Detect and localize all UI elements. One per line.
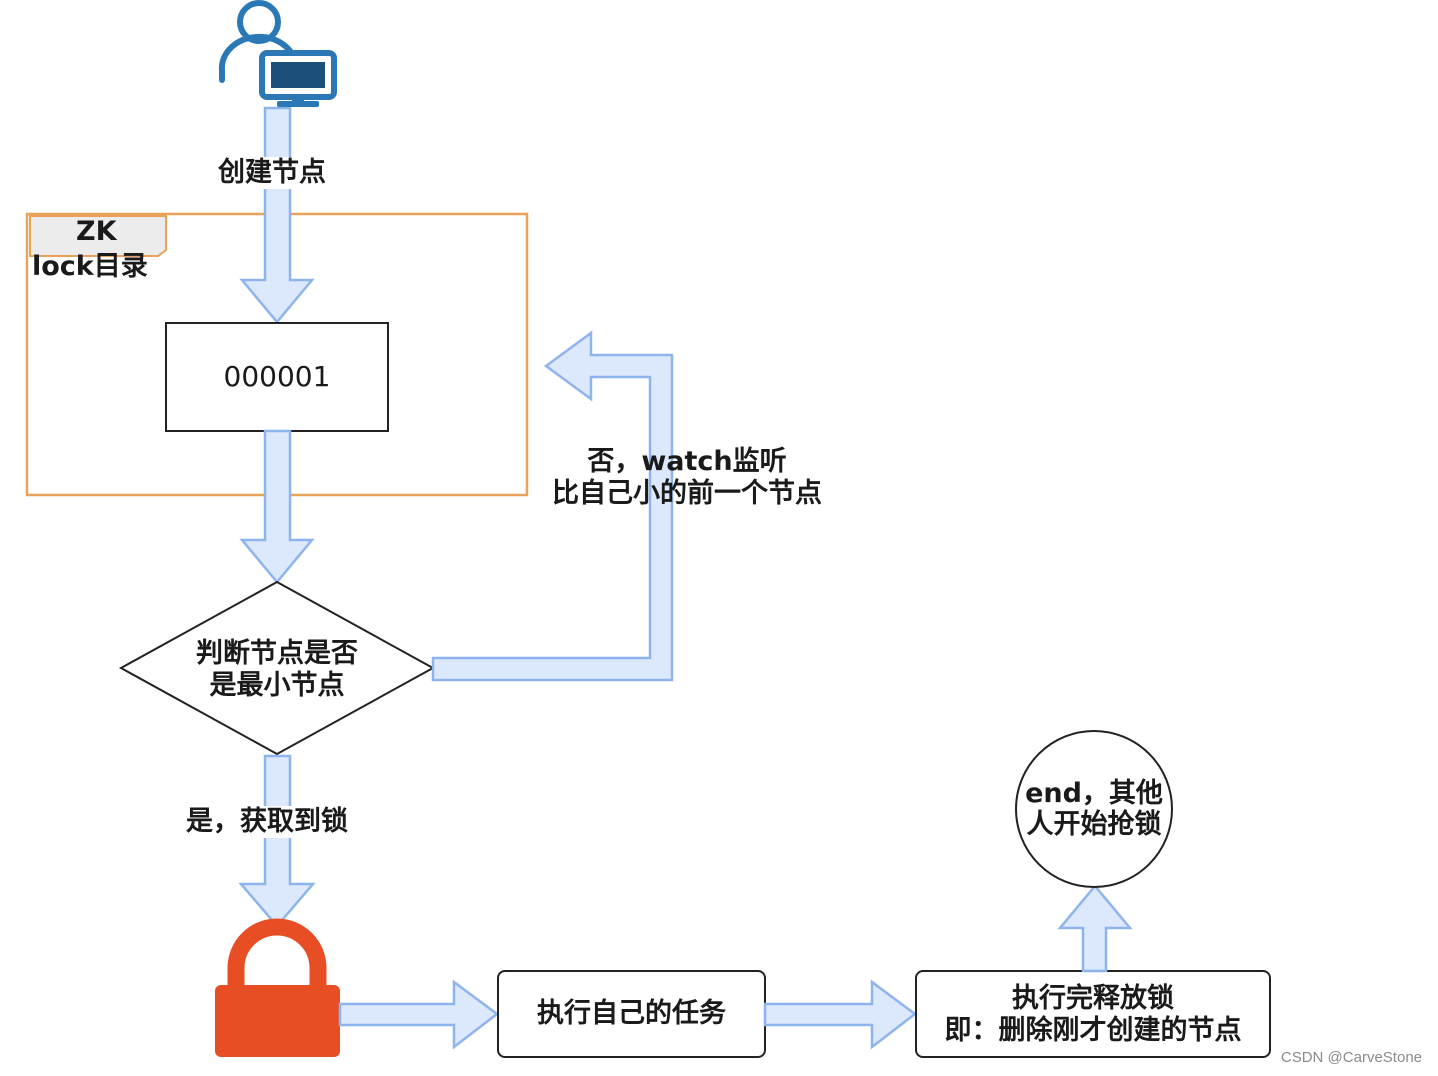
- yes-branch-label: 是，获取到锁: [186, 806, 348, 838]
- csdn-watermark: CSDN @CarveStone: [1280, 1049, 1422, 1066]
- decision-text-line1: 判断节点是否: [196, 638, 358, 669]
- zk-tag-subtitle: lock目录: [32, 251, 148, 282]
- no-branch-label-line2: 比自己小的前一个节点: [552, 478, 822, 509]
- no-branch-label-line1: 否，watch监听: [587, 446, 787, 477]
- end-circle: [1015, 730, 1173, 888]
- arrow-acquire-lock: [238, 754, 316, 928]
- end-text-line1: end，其他: [1025, 778, 1163, 809]
- node-box: [165, 322, 389, 432]
- arrow-create-node: [239, 106, 315, 324]
- release-text-line2: 即：删除刚才创建的节点: [944, 1015, 1242, 1046]
- node-id-label: 000001: [223, 360, 331, 393]
- end-text-line2: 人开始抢锁: [1026, 809, 1162, 840]
- decision-text-line2: 是最小节点: [209, 670, 345, 701]
- user-computer-icon: [218, 0, 337, 107]
- arrow-watch-loop: [431, 330, 674, 682]
- zk-tag-tab: [29, 215, 167, 257]
- arrow-node-to-decision: [239, 429, 315, 584]
- zk-tag-title: ZK: [76, 216, 117, 247]
- arrow-release-to-end: [1057, 884, 1133, 973]
- padlock-icon: [215, 918, 340, 1057]
- release-text-line1: 执行完释放锁: [1012, 983, 1174, 1014]
- arrow-task-to-release: [763, 979, 918, 1050]
- create-node-label: 创建节点: [218, 157, 326, 189]
- decision-diamond: [118, 580, 436, 756]
- task-label: 执行自己的任务: [537, 998, 726, 1029]
- arrow-lock-to-task: [338, 979, 500, 1050]
